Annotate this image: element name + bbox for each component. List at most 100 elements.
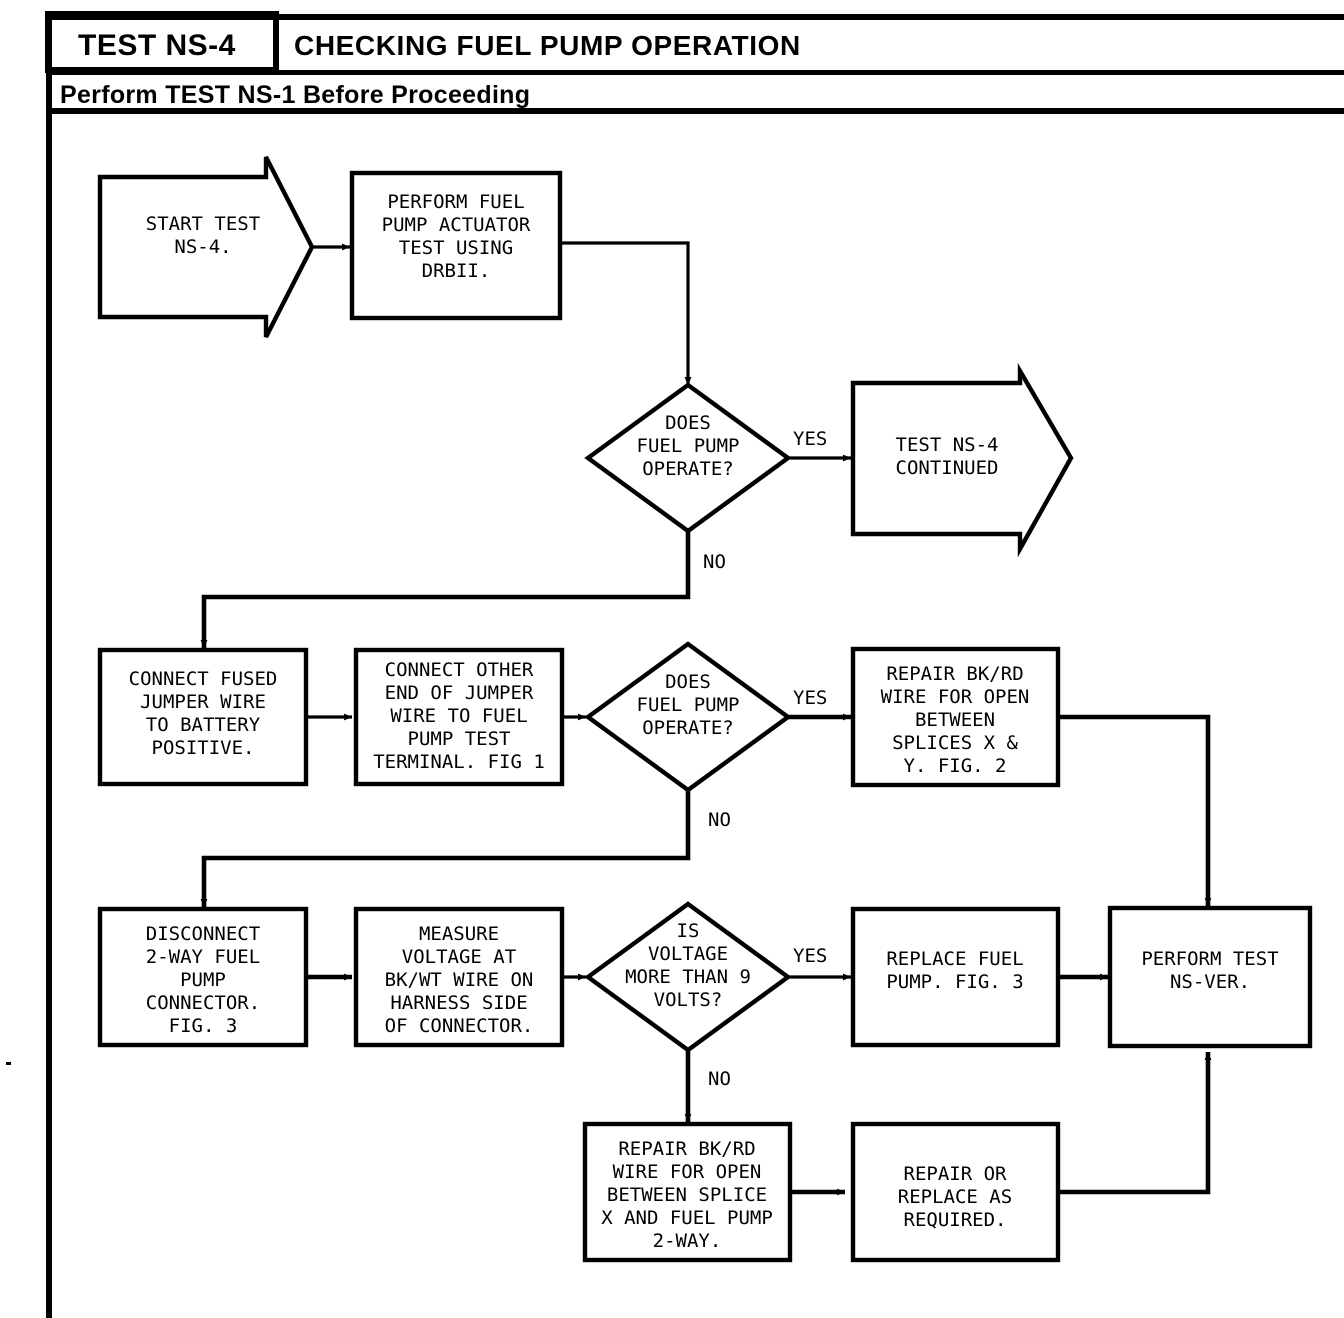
header-top-rule (48, 14, 1344, 20)
repairxy-line-0: REPAIR BK/RD (886, 663, 1023, 685)
other-line-0: CONNECT OTHER (385, 659, 534, 681)
page-left-border (46, 14, 52, 1318)
actuator-line-1: PUMP ACTUATOR (382, 214, 531, 236)
edge-label-decision3-yes: YES (793, 945, 827, 967)
header-mid-rule (48, 70, 1344, 75)
disconnect-line-4: FIG. 3 (169, 1015, 238, 1037)
node-decision-voltage[interactable]: IS VOLTAGE MORE THAN 9 VOLTS? (584, 901, 792, 1053)
decision1-diamond[interactable] (584, 382, 792, 534)
decision3-line-1: VOLTAGE (648, 943, 728, 965)
header-bottom-rule (48, 108, 1344, 114)
node-repair-bkrd-splice-x[interactable]: REPAIR BK/RD WIRE FOR OPEN BETWEEN SPLIC… (582, 1121, 793, 1263)
decision3-diamond[interactable] (584, 901, 792, 1053)
repair-splice-x-box[interactable] (582, 1121, 793, 1263)
fused-line-1: JUMPER WIRE (140, 691, 266, 713)
measure-line-0: MEASURE (419, 923, 499, 945)
node-start[interactable]: START TEST NS-4. (97, 155, 315, 339)
repair-replace-box[interactable] (850, 1121, 1061, 1263)
node-replace-fuel-pump[interactable]: REPLACE FUEL PUMP. FIG. 3 (850, 906, 1061, 1048)
actuator-line-2: TEST USING (399, 237, 513, 259)
measure-line-2: BK/WT WIRE ON (385, 969, 534, 991)
edge-label-decision2-yes: YES (793, 687, 827, 709)
splicex-line-1: WIRE FOR OPEN (613, 1161, 762, 1183)
other-line-3: PUMP TEST (408, 728, 511, 750)
other-line-4: TERMINAL. FIG 1 (373, 751, 545, 773)
edge-repairxy-to-nsver (1058, 714, 1212, 907)
disconnect-box[interactable] (97, 906, 309, 1048)
node-repair-or-replace[interactable]: REPAIR OR REPLACE AS REQUIRED. (850, 1121, 1061, 1263)
node-connect-fused-jumper[interactable]: CONNECT FUSED JUMPER WIRE TO BATTERY POS… (97, 647, 309, 787)
continued-line-1: CONTINUED (896, 457, 999, 479)
edge-actuator-to-decision1 (560, 241, 692, 386)
actuator-line-3: DRBII. (422, 260, 491, 282)
decision2-line-0: DOES (665, 671, 711, 693)
start-line-1: NS-4. (174, 236, 231, 258)
splicex-line-3: X AND FUEL PUMP (601, 1207, 773, 1229)
decision3-line-2: MORE THAN 9 (625, 966, 751, 988)
splicex-line-0: REPAIR BK/RD (618, 1138, 755, 1160)
nsver-line-1: NS-VER. (1170, 971, 1250, 993)
decision2-line-2: OPERATE? (642, 717, 734, 739)
perform-nsver-box[interactable] (1107, 905, 1313, 1049)
decision3-line-3: VOLTS? (654, 989, 723, 1011)
continued-line-0: TEST NS-4 (896, 434, 999, 456)
repairreplace-line-2: REQUIRED. (904, 1209, 1007, 1231)
repairxy-line-2: BETWEEN (915, 709, 995, 731)
continued-arrow-shape[interactable] (850, 362, 1074, 558)
replace-pump-box[interactable] (850, 906, 1061, 1048)
repairxy-line-3: SPLICES X & (892, 732, 1018, 754)
fused-line-0: CONNECT FUSED (129, 668, 278, 690)
node-actuator-test[interactable]: PERFORM FUEL PUMP ACTUATOR TEST USING DR… (349, 170, 563, 321)
replacepump-line-1: PUMP. FIG. 3 (886, 971, 1023, 993)
node-perform-test-nsver[interactable]: PERFORM TEST NS-VER. (1107, 905, 1313, 1049)
node-test-continued[interactable]: TEST NS-4 CONTINUED (850, 362, 1074, 558)
edge-repairreplace-to-nsver (1060, 1051, 1212, 1195)
edge-label-decision3-no: NO (708, 1068, 731, 1090)
header-test-id: TEST NS-4 (78, 29, 236, 62)
node-repair-bkrd-splices-xy[interactable]: REPAIR BK/RD WIRE FOR OPEN BETWEEN SPLIC… (850, 646, 1061, 788)
disconnect-line-2: PUMP (180, 969, 226, 991)
scan-speck (6, 1062, 11, 1065)
actuator-line-0: PERFORM FUEL (387, 191, 524, 213)
header-block: TEST NS-4 CHECKING FUEL PUMP OPERATION P… (45, 11, 1344, 1318)
node-decision-pump-operates-1[interactable]: DOES FUEL PUMP OPERATE? (584, 382, 792, 534)
other-line-1: END OF JUMPER (385, 682, 534, 704)
other-line-2: WIRE TO FUEL (390, 705, 527, 727)
edge-decision1-no (200, 531, 691, 649)
edge-label-decision2-no: NO (708, 809, 731, 831)
nsver-line-0: PERFORM TEST (1141, 948, 1278, 970)
decision1-line-1: FUEL PUMP (637, 435, 740, 457)
connect-other-box[interactable] (353, 647, 565, 787)
node-measure-voltage[interactable]: MEASURE VOLTAGE AT BK/WT WIRE ON HARNESS… (353, 906, 565, 1048)
fused-line-2: TO BATTERY (146, 714, 261, 736)
decision3-line-0: IS (677, 920, 700, 942)
repair-xy-box[interactable] (850, 646, 1061, 788)
disconnect-line-1: 2-WAY FUEL (146, 946, 260, 968)
start-arrow-shape[interactable] (97, 155, 315, 339)
header-title: CHECKING FUEL PUMP OPERATION (294, 30, 801, 61)
decision1-line-2: OPERATE? (642, 458, 734, 480)
measure-box[interactable] (353, 906, 565, 1048)
splicex-line-2: BETWEEN SPLICE (607, 1184, 767, 1206)
edge-label-decision1-no: NO (703, 551, 726, 573)
connect-fused-box[interactable] (97, 647, 309, 787)
actuator-test-box[interactable] (349, 170, 563, 321)
disconnect-line-0: DISCONNECT (146, 923, 260, 945)
node-disconnect-connector[interactable]: DISCONNECT 2-WAY FUEL PUMP CONNECTOR. FI… (97, 906, 309, 1048)
disconnect-line-3: CONNECTOR. (146, 992, 260, 1014)
header-subtitle: Perform TEST NS-1 Before Proceeding (60, 81, 530, 109)
splicex-line-4: 2-WAY. (653, 1230, 722, 1252)
measure-line-1: VOLTAGE AT (402, 946, 516, 968)
node-connect-other-end[interactable]: CONNECT OTHER END OF JUMPER WIRE TO FUEL… (353, 647, 565, 787)
fused-line-3: POSITIVE. (152, 737, 255, 759)
decision2-line-1: FUEL PUMP (637, 694, 740, 716)
measure-line-4: OF CONNECTOR. (385, 1015, 534, 1037)
repairxy-line-1: WIRE FOR OPEN (881, 686, 1030, 708)
start-line-0: START TEST (146, 213, 260, 235)
replacepump-line-0: REPLACE FUEL (886, 948, 1023, 970)
decision2-diamond[interactable] (584, 641, 792, 793)
repairxy-line-4: Y. FIG. 2 (904, 755, 1007, 777)
node-decision-pump-operates-2[interactable]: DOES FUEL PUMP OPERATE? (584, 641, 792, 793)
repairreplace-line-1: REPLACE AS (898, 1186, 1012, 1208)
